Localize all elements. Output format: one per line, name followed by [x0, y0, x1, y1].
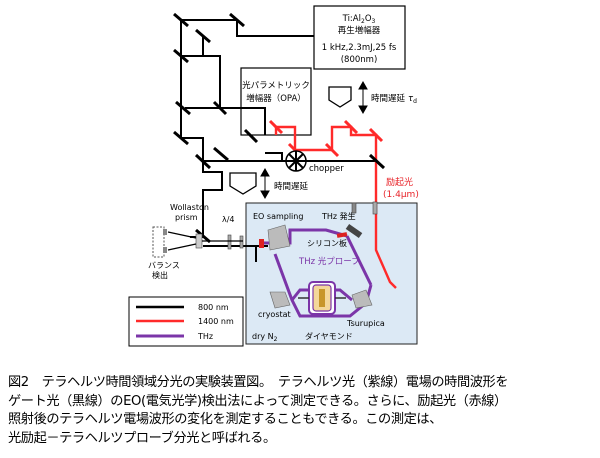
- thz-probe-label: THz 光プローブ: [298, 256, 360, 267]
- eo-crystal: [259, 239, 264, 248]
- balance-label-line2: 検出: [152, 270, 168, 280]
- parabolic-mirror-3: [351, 289, 373, 309]
- figure-caption: 図2 テラヘルツ時間領域分光の実験装置図。 テラヘルツ光（紫線）電場の時間波形を…: [8, 375, 509, 446]
- wollaston-prism: [195, 233, 203, 249]
- legend: 800 nm 1400 nm THz: [128, 296, 244, 347]
- balance-label-line1: バランス: [148, 261, 180, 270]
- opa-box: [240, 67, 312, 136]
- dry-n2-label: dry N2: [252, 332, 278, 343]
- laser-box: [313, 5, 406, 70]
- delay-stage-top: [328, 86, 352, 108]
- quarter-wave-label: λ/4: [222, 215, 235, 224]
- entry-window: [351, 202, 357, 214]
- delay-arrow-mid: [260, 167, 270, 200]
- cryostat-sample: [298, 281, 346, 315]
- wollaston-label-line2: prism: [175, 213, 198, 222]
- thz-generation-label: THz 発生: [321, 211, 356, 221]
- laser-label-line1: Ti:Al2O3: [342, 14, 376, 25]
- chopper-label: chopper: [309, 164, 344, 174]
- tsurupica-label: Tsurupica: [346, 319, 385, 328]
- pump-label-line1: 励起光: [386, 176, 413, 188]
- cryostat-label: cryostat: [258, 310, 291, 319]
- dry-n2-enclosure: [245, 202, 418, 345]
- laser-label-line4: (800nm): [341, 55, 378, 65]
- mirrors: [173, 12, 386, 244]
- legend-label-1400nm: 1400 nm: [198, 317, 234, 326]
- thz-generation-crystal: [336, 232, 348, 238]
- quarter-wave-plate: [227, 234, 232, 250]
- parabolic-mirror-2: [269, 291, 291, 309]
- laser-label-line3: 1 kHz,2.3mJ,25 fs: [322, 43, 397, 53]
- parabolic-mirror-1: [267, 224, 291, 251]
- lens: [239, 235, 244, 249]
- diamond-label: ダイヤモンド: [305, 331, 353, 341]
- opa-label-line2: 増幅器（OPA）: [246, 93, 306, 104]
- pump-window: [372, 201, 378, 215]
- balance-detector: [152, 226, 167, 258]
- delay-mid-label: 時間遅延: [274, 181, 309, 192]
- wollaston-label-line1: Wollaston: [170, 203, 209, 212]
- pump-label-line2: (1.4μm): [383, 190, 419, 200]
- delay-stage-mid: [229, 172, 257, 195]
- legend-label-thz: THz: [197, 332, 213, 341]
- silicon-plate-label: シリコン板: [307, 238, 347, 248]
- thz-emitter-block: [345, 223, 363, 239]
- chopper-icon: [285, 150, 307, 172]
- laser-label-line2: 再生増幅器: [338, 25, 381, 36]
- detector-beams: [167, 231, 243, 251]
- opa-label-line1: 光パラメトリック: [242, 80, 310, 91]
- eo-sampling-label: EO sampling: [253, 212, 303, 221]
- delay-arrow-top: [358, 80, 368, 115]
- legend-label-800nm: 800 nm: [198, 303, 229, 312]
- experimental-setup-diagram: Ti:Al2O3 再生増幅器 1 kHz,2.3mJ,25 fs (800nm)…: [128, 5, 419, 347]
